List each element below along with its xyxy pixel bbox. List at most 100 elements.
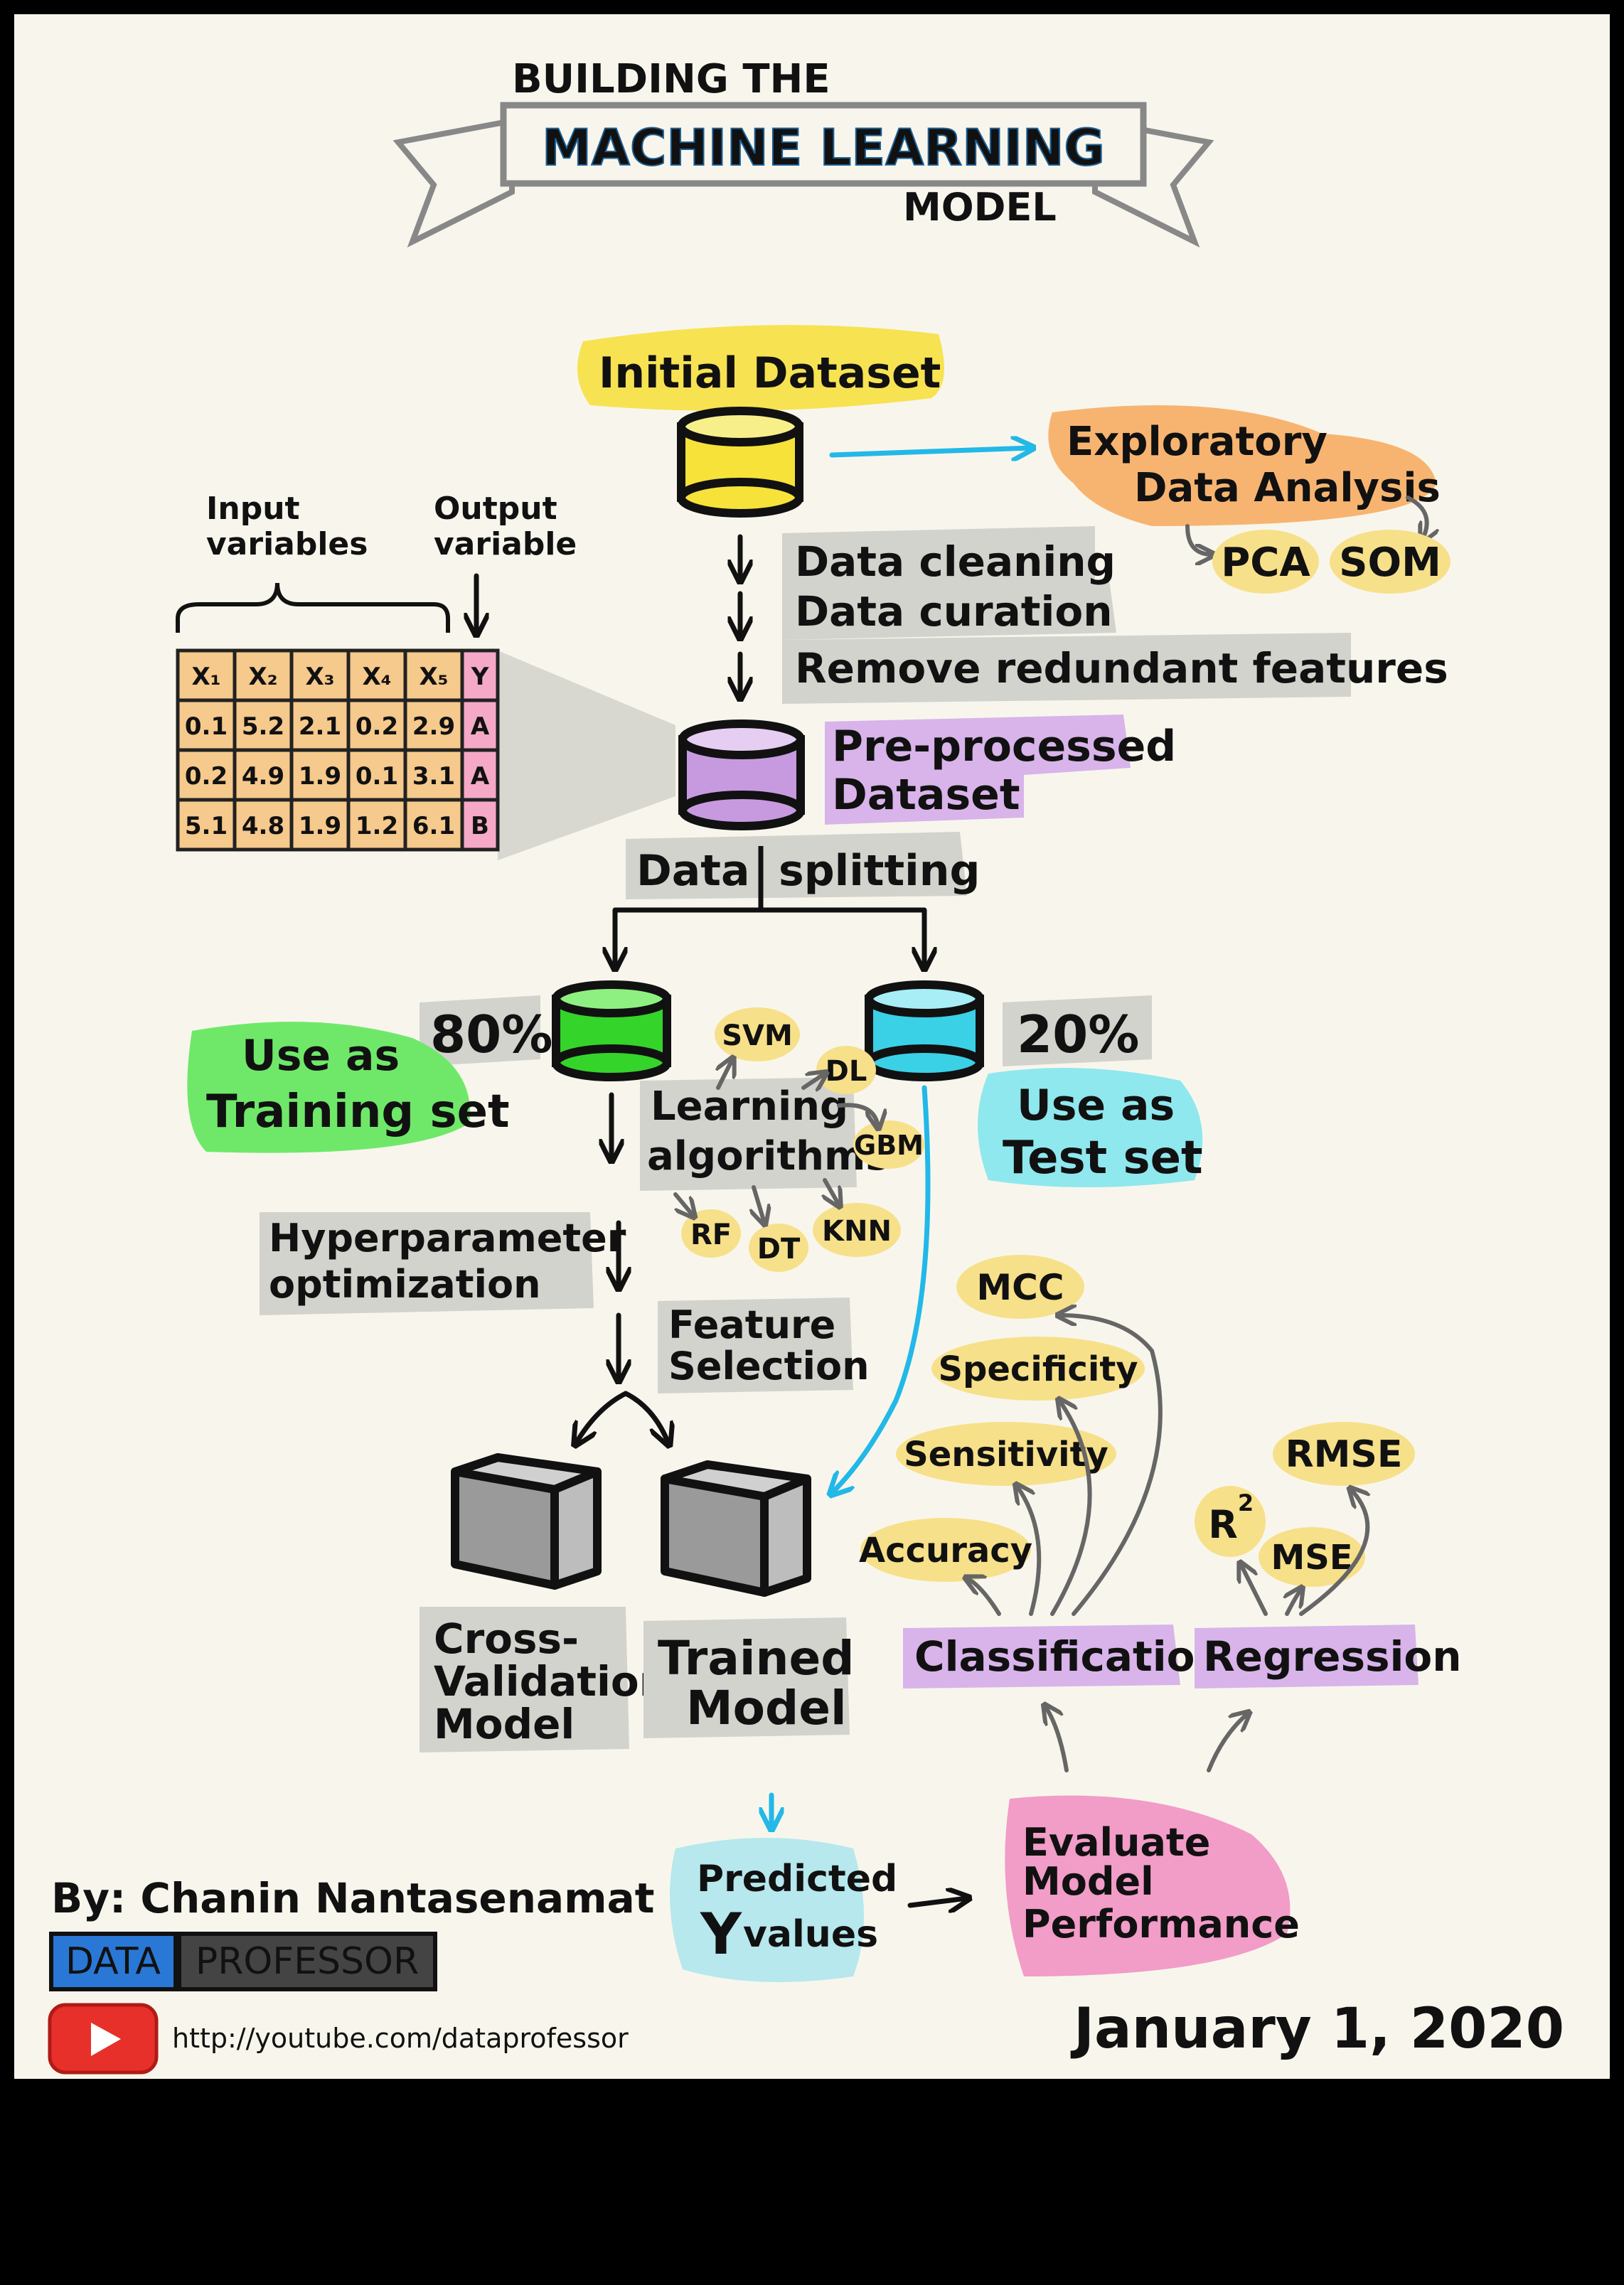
arrow-to-som (1406, 496, 1427, 540)
hyperparameter-highlight (260, 1212, 594, 1315)
brand-professor-box (177, 1932, 437, 1991)
classification-label: Classification (914, 1632, 1224, 1681)
title-banner-text: MACHINE LEARNING (542, 119, 1105, 177)
table-cell: B (471, 812, 489, 840)
input-label-2: variables (206, 526, 368, 562)
arrow-to-rmse (1299, 1489, 1367, 1616)
cv-model-line2: Validation (434, 1657, 668, 1706)
table-cell: A (471, 762, 490, 791)
algorithms-label-1: Learning (651, 1083, 848, 1130)
train-pct-highlight (420, 995, 540, 1066)
train-label-2: Training set (206, 1086, 510, 1138)
splitting-word1: Data (636, 846, 749, 896)
algo-gbm: GBM (854, 1130, 924, 1161)
training-set: 80% Use as Training set (187, 980, 671, 1153)
preprocessed-dataset: Pre-processed Dataset (678, 715, 1176, 830)
output-label-1: Output (434, 491, 557, 527)
credits-url[interactable]: http://youtube.com/dataprofessor (172, 2023, 629, 2054)
cleaning-step-2: Data curation (795, 587, 1113, 636)
metric-badge-r2 (1195, 1486, 1266, 1557)
predicted-y: Y (700, 1901, 742, 1967)
banner-left-tail (392, 117, 515, 248)
credits: By: Chanin Nantasenamat DATA PROFESSOR h… (48, 1874, 1564, 2075)
train-pct: 80% (430, 1005, 552, 1064)
metric-specificity: Specificity (938, 1349, 1138, 1389)
input-brace (176, 582, 450, 633)
metric-badge-rmse (1273, 1422, 1415, 1486)
arrow-to-test (758, 907, 924, 967)
eda-line2: Data Analysis (1134, 465, 1441, 511)
arrow-to-trained-model (623, 1391, 668, 1443)
brand-professor: PROFESSOR (196, 1940, 419, 1983)
preprocessed-line2: Dataset (832, 770, 1020, 820)
initial-dataset-label: Initial Dataset (599, 348, 941, 398)
regression-highlight (1195, 1625, 1419, 1689)
algo-badge-svm (715, 1007, 800, 1061)
table-grid (176, 648, 500, 852)
cleaning-step-3: Remove redundant features (795, 644, 1448, 692)
table-cell: 5.1 (185, 812, 228, 840)
feature-selection-line2: Selection (668, 1344, 870, 1388)
regression-label: Regression (1203, 1632, 1462, 1681)
algo-rf: RF (690, 1219, 732, 1251)
table-cell: 4.9 (242, 762, 284, 791)
cleaning-highlight-1 (782, 526, 1095, 590)
table-cell: 6.1 (412, 812, 455, 840)
initial-dataset-cylinder-icon (677, 407, 803, 518)
infographic-sheet: BUILDING THE MACHINE LEARNING MODEL Init… (14, 14, 1610, 2079)
credits-author: By: Chanin Nantasenamat (51, 1874, 654, 1922)
table-cell: 1.9 (299, 812, 341, 840)
feature-selection: Feature Selection (576, 1297, 870, 1443)
table-cell: 0.1 (185, 712, 228, 741)
youtube-icon (48, 2003, 159, 2075)
evaluate-line3: Performance (1022, 1902, 1300, 1947)
table-header-x4: X₄ (362, 663, 391, 691)
algorithms-label-2: algorithms (647, 1133, 890, 1179)
algo-dt: DT (757, 1233, 801, 1265)
arrow-to-train (615, 900, 764, 967)
metric-accuracy: Accuracy (859, 1531, 1032, 1570)
output-label-2: variable (434, 526, 577, 562)
train-label-1: Use as (242, 1031, 400, 1081)
evaluate-line1: Evaluate (1022, 1820, 1210, 1865)
hyperparameter-optimization: Hyperparameter optimization (260, 1212, 626, 1315)
evaluate-line2: Model (1022, 1859, 1154, 1904)
data-table: Input variables Output variable (176, 491, 675, 860)
learning-algorithms: Learning algorithms SVM DL GBM KNN DT RF (611, 1007, 924, 1272)
arrow-to-dl (801, 1074, 825, 1088)
table-cell: A (471, 712, 490, 741)
splitting-highlight (626, 832, 967, 899)
brand-data-box (49, 1932, 178, 1991)
initial-dataset-highlight (577, 325, 944, 411)
title-line3: MODEL (903, 185, 1057, 230)
test-pct: 20% (1017, 1005, 1139, 1064)
predicted-line1: Predicted (697, 1858, 897, 1900)
metric-mcc: MCC (976, 1267, 1064, 1308)
cv-model-highlight (420, 1607, 629, 1752)
algo-badge-knn (813, 1203, 901, 1257)
algo-badge-dt (749, 1224, 808, 1272)
input-label-1: Input (206, 491, 300, 527)
training-cylinder-icon (552, 980, 671, 1081)
arrow-to-classification (1045, 1706, 1069, 1772)
arrow-to-eda (829, 448, 1031, 455)
pca-label: PCA (1221, 540, 1310, 586)
table-cell: 3.1 (412, 762, 455, 791)
arrow-to-dt (754, 1185, 764, 1223)
table-header-y: Y (471, 663, 489, 691)
classification-highlight (903, 1625, 1180, 1689)
table-cell: 1.9 (299, 762, 341, 791)
banner-ribbon (500, 102, 1147, 187)
pca-badge (1212, 530, 1319, 594)
table-header-x3: X₃ (305, 663, 334, 691)
feature-selection-line1: Feature (668, 1302, 835, 1347)
arrow-to-cv-model (576, 1391, 629, 1443)
trained-model-line1: Trained (658, 1631, 854, 1686)
predicted-highlight (670, 1838, 864, 1982)
arrow-to-r2 (1241, 1564, 1268, 1616)
cv-model-cube-icon (451, 1453, 602, 1590)
brand-data: DATA (65, 1940, 161, 1983)
eda-group: Exploratory Data Analysis PCA SOM (1048, 405, 1451, 594)
preprocessed-line1: Pre-processed (832, 722, 1176, 771)
eda-highlight (1048, 405, 1436, 526)
